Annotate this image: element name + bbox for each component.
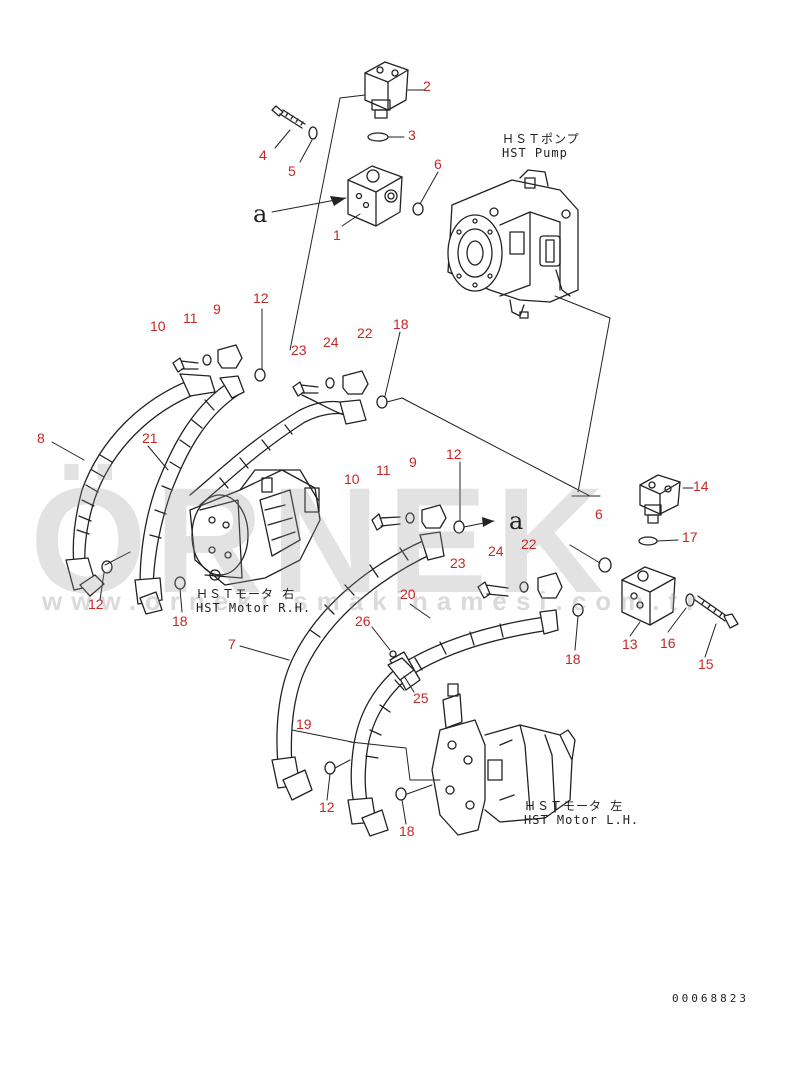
part-label: 22 — [521, 536, 537, 552]
part-label: 6 — [595, 506, 603, 522]
part-label: 2 — [423, 78, 431, 94]
clamp-part-9-upper — [217, 344, 243, 369]
hst-pump — [447, 169, 579, 319]
oring-part-12-upper — [254, 368, 266, 382]
block-part-13 — [621, 566, 676, 626]
bolt-part-23-lower — [477, 581, 509, 599]
view-mark-a: a — [509, 507, 524, 535]
part-label: 22 — [357, 325, 373, 341]
bolt-part-15 — [694, 595, 739, 629]
part-label: 10 — [150, 318, 166, 334]
clamp-part-9-mid — [421, 504, 447, 529]
hst-motor-lh — [431, 683, 576, 836]
caption-hst-motor-rh: ＨＳＴモータ 右 HST Motor R.H. — [196, 587, 312, 616]
caption-hst-pump: ＨＳＴポンプ HST Pump — [502, 132, 580, 161]
part-label: 18 — [172, 613, 188, 629]
part-label: 5 — [288, 163, 296, 179]
bolt-part-10-upper — [172, 357, 199, 373]
bolt-part-10-mid — [371, 513, 401, 531]
block-part-2 — [364, 61, 409, 119]
watermark-url: www.orneki smakinamesi.com.tr — [42, 586, 706, 616]
block-part-1 — [347, 165, 403, 227]
part-label: 13 — [622, 636, 638, 652]
part-label: 24 — [323, 334, 339, 350]
hose-part-7 — [271, 531, 445, 801]
bolt-part-23-upper — [292, 381, 319, 397]
part-label: 23 — [450, 555, 466, 571]
washer-part-5 — [308, 126, 318, 140]
oring-part-6 — [412, 202, 424, 216]
hose-part-20-upper — [189, 394, 367, 506]
caption-hst-pump-en: HST Pump — [502, 145, 568, 160]
part-label: 11 — [376, 462, 391, 478]
part-label: 12 — [319, 799, 335, 815]
part-label: 20 — [400, 586, 416, 602]
part-label: 8 — [37, 430, 45, 446]
part-label: 4 — [259, 147, 267, 163]
clamp-part-22-lower — [537, 572, 563, 599]
part-label: 16 — [660, 635, 676, 651]
part-label: 26 — [355, 613, 371, 629]
part-label: 15 — [698, 656, 714, 672]
part-label: 12 — [88, 596, 104, 612]
washer-part-24-upper — [325, 377, 335, 389]
oring-part-18-upper — [376, 395, 388, 409]
bolt-part-4 — [271, 105, 306, 129]
part-label: 3 — [408, 127, 416, 143]
part-label: 18 — [393, 316, 409, 332]
oring-part-6-lower — [598, 557, 612, 573]
hose-part-19 — [347, 609, 559, 837]
part-label: 6 — [434, 156, 442, 172]
view-mark-a: a — [253, 200, 268, 228]
part-label: 9 — [409, 454, 417, 470]
washer-part-16 — [685, 593, 695, 607]
part-label: 17 — [682, 529, 698, 545]
part-label: 7 — [228, 636, 236, 652]
caption-hst-motor-lh-jp: ＨＳＴモータ 左 — [524, 799, 624, 813]
part-label: 11 — [183, 310, 198, 326]
block-part-14 — [639, 474, 681, 524]
part-label: 21 — [142, 430, 158, 446]
part-label: 23 — [291, 342, 307, 358]
watermark-logo: ÖRNEK — [30, 456, 612, 624]
oring-part-18-bottom — [395, 787, 407, 801]
clamp-part-22-upper — [342, 370, 369, 395]
part-label: 9 — [213, 301, 221, 317]
clamp-part-25 — [387, 657, 415, 681]
drawing-number: 00068823 — [672, 992, 749, 1005]
caption-hst-motor-rh-jp: ＨＳＴモータ 右 — [196, 587, 296, 601]
washer-part-24-lower — [519, 581, 529, 593]
part-label: 12 — [446, 446, 462, 462]
part-label: 18 — [565, 651, 581, 667]
hose-part-21 — [134, 375, 245, 615]
part-label: 14 — [693, 478, 709, 494]
caption-hst-pump-jp: ＨＳＴポンプ — [502, 132, 580, 146]
hose-part-8 — [65, 373, 216, 597]
oring-part-12-left — [101, 560, 113, 574]
part-label: 1 — [333, 227, 341, 243]
part-label: 24 — [488, 543, 504, 559]
part-label: 19 — [296, 716, 312, 732]
oring-part-17 — [638, 536, 658, 546]
part-label: 10 — [344, 471, 360, 487]
caption-hst-motor-lh-en: HST Motor L.H. — [524, 812, 640, 827]
part-label: 18 — [399, 823, 415, 839]
hst-motor-rh — [189, 469, 321, 586]
oring-part-12-bottom — [324, 761, 336, 775]
washer-part-11-upper — [202, 354, 212, 366]
caption-hst-motor-rh-en: HST Motor R.H. — [196, 600, 312, 615]
part-label: 12 — [253, 290, 269, 306]
part-label: 25 — [413, 690, 429, 706]
caption-hst-motor-lh: ＨＳＴモータ 左 HST Motor L.H. — [524, 799, 640, 828]
washer-part-11-mid — [405, 512, 415, 524]
oring-part-3 — [367, 132, 389, 142]
